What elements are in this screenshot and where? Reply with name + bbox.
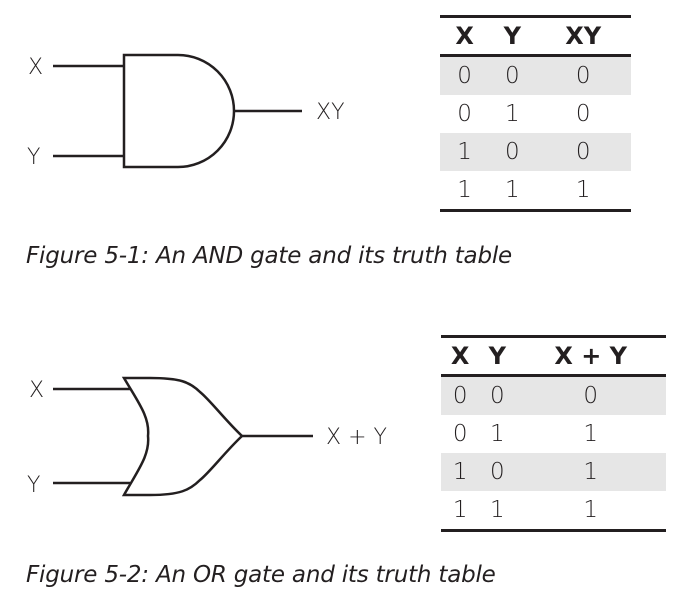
cell: 1 xyxy=(440,171,490,212)
figure-caption: Figure 5-2: An OR gate and its truth tab… xyxy=(26,562,496,588)
cell: 0 xyxy=(441,375,480,415)
header-x: X xyxy=(441,336,480,377)
header-y: Y xyxy=(489,16,536,57)
header-output: XY xyxy=(535,16,631,57)
table-row: 1 1 1 xyxy=(440,171,631,212)
figure-or-gate: X Y X + Y X Y X + Y 0 0 0 0 1 1 xyxy=(0,320,681,607)
header-y: Y xyxy=(479,336,516,377)
or-input-x-label: X xyxy=(29,378,44,403)
table-header-row: X Y XY xyxy=(440,16,631,57)
cell: 1 xyxy=(505,101,520,127)
and-gate-diagram: X Y XY xyxy=(27,53,345,170)
table-row: 0 0 0 xyxy=(440,55,631,95)
header-x: X xyxy=(440,16,490,57)
cell: 1 xyxy=(515,491,666,532)
header-output: X + Y xyxy=(515,336,666,377)
cell: 1 xyxy=(489,171,536,212)
or-truth-table: X Y X + Y 0 0 0 0 1 1 1 0 1 1 xyxy=(441,335,666,532)
cell: 1 xyxy=(515,453,666,491)
table-row: 1 0 0 xyxy=(440,133,631,171)
or-gate-symbol xyxy=(121,376,244,497)
cell: 0 xyxy=(535,55,631,95)
cell: 1 xyxy=(479,491,516,532)
table-row: 1 0 1 xyxy=(441,453,666,491)
cell: 0 xyxy=(452,421,468,447)
and-truth-table: X Y XY 0 0 0 0 1 0 1 0 0 1 1 xyxy=(440,15,631,212)
and-gate-symbol xyxy=(122,53,236,169)
figure-and-gate: X Y XY X Y XY 0 0 0 0 1 0 xyxy=(0,0,681,290)
table-row: 1 1 1 xyxy=(441,491,666,532)
cell: 0 xyxy=(489,55,536,95)
table-row: 0 1 0 xyxy=(440,95,631,133)
cell: 0 xyxy=(479,453,516,491)
and-input-y-label: Y xyxy=(27,145,40,170)
cell: 0 xyxy=(535,133,631,171)
cell: 1 xyxy=(440,133,490,171)
table-row: 0 0 0 xyxy=(441,375,666,415)
cell: 0 xyxy=(440,55,490,95)
and-input-x-label: X xyxy=(28,55,43,80)
or-input-y-label: Y xyxy=(27,473,40,498)
cell: 0 xyxy=(515,375,666,415)
table-header-row: X Y X + Y xyxy=(441,336,666,377)
figure-caption: Figure 5-1: An AND gate and its truth ta… xyxy=(26,243,512,269)
cell: 1 xyxy=(583,421,598,447)
or-gate-diagram: X Y X + Y xyxy=(27,376,387,498)
cell: 1 xyxy=(490,421,505,447)
cell: 1 xyxy=(441,491,480,532)
or-output-label: X + Y xyxy=(326,425,387,450)
cell: 0 xyxy=(575,101,591,127)
cell: 1 xyxy=(535,171,631,212)
cell: 0 xyxy=(457,101,472,127)
table-row: 0 1 1 xyxy=(441,415,666,453)
cell: 1 xyxy=(441,453,480,491)
cell: 0 xyxy=(489,133,536,171)
and-output-label: XY xyxy=(316,100,345,125)
cell: 0 xyxy=(479,375,516,415)
